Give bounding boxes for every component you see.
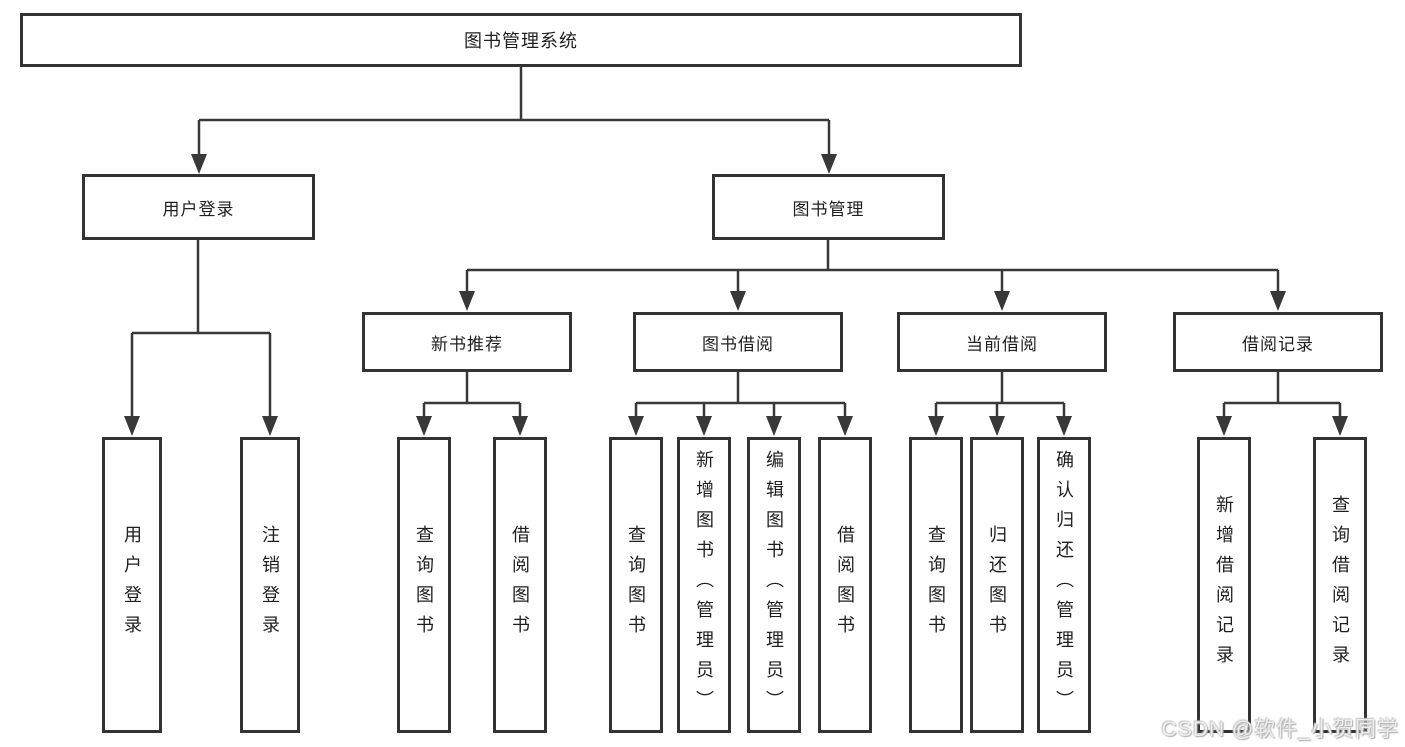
leaf-query-borrow-record-label: 查询借阅记录 — [1330, 495, 1350, 675]
leaf-query-books-recommend: 查询图书 — [397, 437, 451, 733]
leaf-query-books-borrowing-label: 查询图书 — [626, 525, 646, 645]
node-book-borrowing: 图书借阅 — [633, 312, 843, 372]
node-book-management-label: 图书管理 — [792, 199, 865, 219]
node-book-management: 图书管理 — [712, 174, 945, 240]
leaf-borrow-books: 借阅图书 — [818, 437, 872, 733]
leaf-query-borrow-record: 查询借阅记录 — [1313, 437, 1367, 733]
node-current-borrowing-label: 当前借阅 — [966, 334, 1038, 354]
leaf-add-books-admin: 新增图书（管理员） — [677, 437, 731, 733]
leaf-query-books-current: 查询图书 — [909, 437, 963, 733]
node-root: 图书管理系统 — [20, 13, 1022, 67]
leaf-user-login: 用户登录 — [102, 437, 162, 733]
leaf-add-borrow-record: 新增借阅记录 — [1197, 437, 1251, 733]
leaf-borrow-books-label: 借阅图书 — [835, 525, 855, 645]
leaf-add-borrow-record-label: 新增借阅记录 — [1214, 495, 1234, 675]
leaf-borrow-books-recommend: 借阅图书 — [493, 437, 547, 733]
leaf-edit-books-admin-label: 编辑图书（管理员） — [764, 450, 784, 720]
leaf-return-books: 归还图书 — [970, 437, 1024, 733]
node-user-login: 用户登录 — [82, 174, 315, 240]
leaf-edit-books-admin: 编辑图书（管理员） — [747, 437, 801, 733]
node-new-book-recommend: 新书推荐 — [362, 312, 572, 372]
leaf-logout-label: 注销登录 — [260, 525, 280, 645]
node-book-borrowing-label: 图书借阅 — [702, 334, 774, 354]
leaf-confirm-return-admin: 确认归还（管理员） — [1037, 437, 1091, 733]
leaf-return-books-label: 归还图书 — [987, 525, 1007, 645]
leaf-add-books-admin-label: 新增图书（管理员） — [694, 450, 714, 720]
leaf-user-login-label: 用户登录 — [122, 525, 142, 645]
leaf-confirm-return-admin-label: 确认归还（管理员） — [1054, 450, 1074, 720]
node-user-login-label: 用户登录 — [162, 199, 235, 219]
leaf-query-books-current-label: 查询图书 — [926, 525, 946, 645]
csdn-watermark: CSDN @软件_小贺同学 — [1161, 718, 1399, 741]
node-borrowing-records-label: 借阅记录 — [1242, 334, 1314, 354]
leaf-query-books-borrowing: 查询图书 — [609, 437, 663, 733]
leaf-logout: 注销登录 — [240, 437, 300, 733]
node-new-book-recommend-label: 新书推荐 — [431, 334, 503, 354]
node-borrowing-records: 借阅记录 — [1173, 312, 1383, 372]
node-current-borrowing: 当前借阅 — [897, 312, 1107, 372]
node-root-label: 图书管理系统 — [464, 31, 578, 51]
leaf-query-books-recommend-label: 查询图书 — [414, 525, 434, 645]
leaf-borrow-books-recommend-label: 借阅图书 — [510, 525, 530, 645]
